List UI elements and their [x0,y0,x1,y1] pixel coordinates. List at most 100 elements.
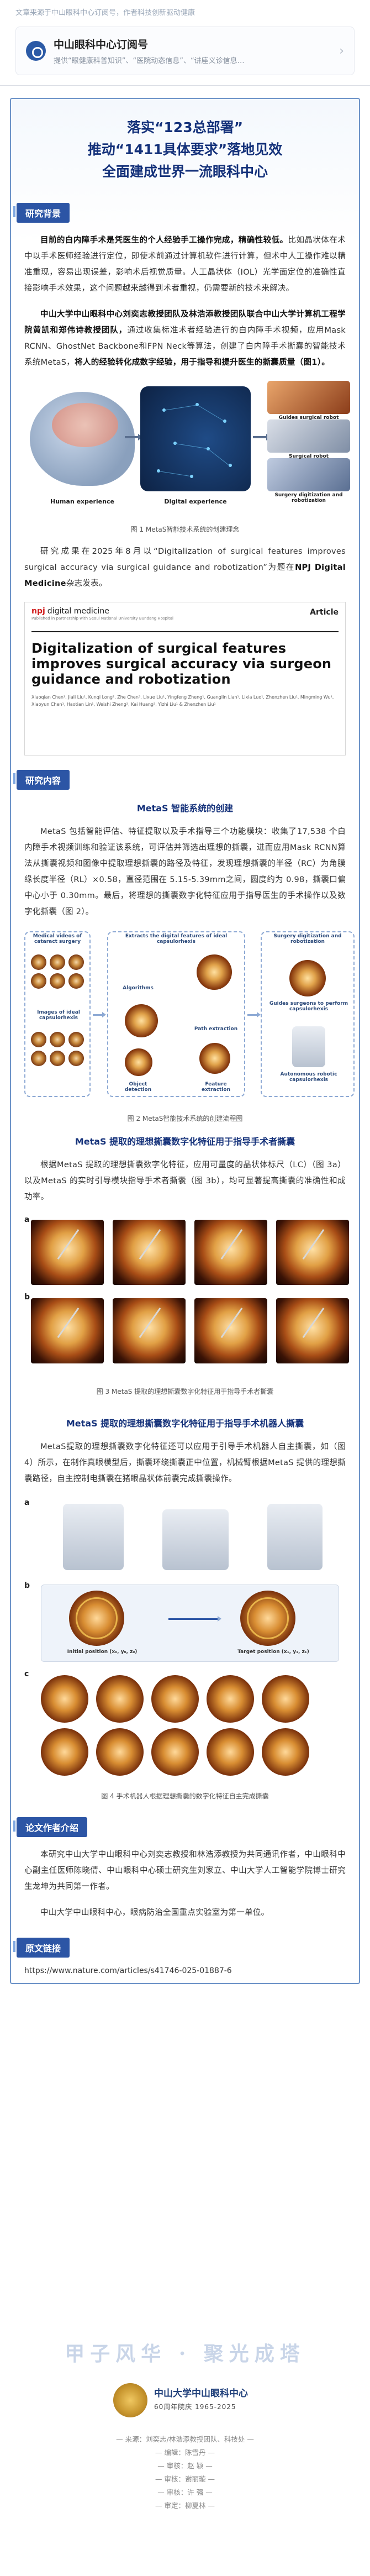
eye-image [41,1728,88,1776]
fig4-marker-b: b [24,1581,30,1590]
fig2-title-robotization: Surgery digitization and robotization [273,933,342,945]
section-tag-content: 研究内容 [13,770,70,790]
robot-image [267,1504,323,1570]
background-p3-body: 研究成果在2025年8月以“Digitalization of surgical… [24,547,346,572]
anniversary-emblem-icon [113,2383,147,2417]
figure-3-caption: 图 3 MetaS 提取的理想撕囊数字化特征用于指导手术者撕囊 [96,1388,274,1395]
headline-line-3: 全面建成世界一流眼科中心 [102,164,268,180]
fig2-label-detection: Object detection [124,1082,152,1093]
fig1-label-human: Human experience [50,498,114,505]
eye-image [96,1728,144,1776]
fig4-marker-c: c [24,1670,29,1678]
article-authors: Xiaoqian Chen¹, Jiali Liu¹, Kunqi Long²,… [31,695,334,707]
figure-4-caption: 图 4 手术机器人根据理想撕囊的数字化特征自主完成撕囊 [101,1792,269,1800]
credit-typesetting: — 审核：赵 颖 — [157,2462,213,2470]
authors-paragraph-2: 中山大学中山眼科中心，眼病防治全国重点实验室为第一单位。 [40,1908,269,1917]
arrow-icon [253,434,271,440]
background-paragraph-2: 中山大学中山眼科中心刘奕志教授团队及林浩添教授团队联合中山大学计算机工程学院黄凯… [11,307,359,371]
article-headline: 落实“123总部署” 推动“1411具体要求”落地见效 全面建成世界一流眼科中心 [11,99,359,195]
surgery-frame-image [276,1298,349,1363]
background-p3-journal: NPJ Digital Medicine [24,563,346,588]
background-paragraph-3: 研究成果在2025年8月以“Digitalization of surgical… [11,544,359,592]
account-card[interactable]: 中山眼科中心订阅号 提供“眼健康科普知识”、“医院动态信息”、“讲座义诊信息… … [15,27,355,75]
credit-review-2: — 审核：许 强 — [157,2488,213,2496]
eye-thumbnail [50,973,65,989]
surgery-frame-image [113,1298,186,1363]
account-logo-icon [26,41,46,61]
account-description: 提供“眼健康科普知识”、“医院动态信息”、“讲座义诊信息… [54,57,245,65]
account-name: 中山眼科中心订阅号 [54,39,149,51]
fig4-label-target: Target position (x₁, y₁, z₁) [237,1649,309,1655]
content-paragraph-3: MetaS提取的理想撕囊数字化特征还可以应用于引导手术机器人自主撕囊，如（图 4… [24,1442,346,1483]
fig4-marker-a: a [24,1498,30,1507]
eye-image [151,1675,199,1723]
background-p3-tail: 杂志发表。 [66,579,107,588]
content-paragraph-1: MetaS 包括智能评估、特征提取以及手术指导三个功能模块：收集了17,538 … [24,827,346,916]
eye-thumbnail [31,973,46,989]
arrow-icon [125,434,142,440]
fig3-marker-b: b [24,1293,30,1302]
section-tag-authors: 论文作者介绍 [13,1817,88,1837]
fig2-panel-robotization: Surgery digitization and robotization Gu… [261,931,355,1097]
credit-review-1: — 审核：谢丽璇 — [155,2475,215,2483]
eye-image [125,1004,158,1037]
robot-image [267,419,350,453]
fig2-label-guide: Guides surgeons to perform capsulorhexis [269,1001,348,1012]
content-paragraph-2: 根据MetaS 提取的理想撕囊数字化特征，应用可量度的晶状体标尺（LC）（图 3… [24,1161,346,1202]
background-p1-body: 比如晶状体在术中以手术医师经验进行定位，即使术前通过计算机软件进行计算，但术中人… [24,236,346,293]
fig2-label-autonomous: Autonomous robotic capsulorhexis [280,1072,337,1083]
divider [31,631,339,632]
background-p2-bold: 将人的经验转化成数字经验，用于指导和提升医生的撕囊质量（图1）。 [75,358,330,367]
article-title: Digitalization of surgical features impr… [31,641,332,687]
journal-title: digital medicine [47,607,109,616]
journal-prefix: npj [31,607,45,616]
headline-line-1: 落实“123总部署” [126,119,244,135]
article-header-note: 文章来源于中山眼科中心订阅号，作者科技创新驱动健康 [15,9,195,17]
eye-image [151,1728,199,1776]
eye-image [289,960,326,996]
journal-publisher: Published in partnership with Seoul Nati… [31,616,173,621]
fig1-label-digital: Digital experience [164,498,227,505]
surgery-frame-image [31,1298,104,1363]
digital-network-illustration [140,386,251,491]
credit-review-3: — 审定：柳夏林 — [155,2501,215,2510]
eye-image [262,1675,309,1723]
arrow-icon [247,1012,261,1017]
surgery-frame-image [194,1220,267,1285]
subheading-guidance: MetaS 提取的理想撕囊数字化特征用于指导手术者撕囊 [75,1136,295,1147]
subheading-metas: MetaS 智能系统的创建 [136,803,234,814]
eye-image [199,1043,230,1074]
subheading-robot: MetaS 提取的理想撕囊数字化特征用于指导手术机器人撕囊 [66,1418,304,1429]
footer-logo-name: 中山大学中山眼科中心 [154,2388,248,2399]
footer-logo-sub: 60周年院庆 1965-2025 [154,2403,236,2411]
background-p2-body: 通过收集标准术者经验进行的白内障手术视频，应用Mask RCNN、GhostNe… [24,326,346,367]
surgery-frame-image [194,1298,267,1363]
divider [0,85,370,86]
arrow-icon [168,1616,221,1622]
credit-source: — 来源：刘奕志/林浩添教授团队、科技处 — [116,2435,254,2443]
eye-thumbnail [50,954,65,970]
brain-illustration [52,403,118,447]
original-article-link[interactable]: https://www.nature.com/articles/s41746-0… [24,1966,232,1975]
eye-image [41,1675,88,1723]
target-ring [247,1597,289,1639]
background-p2-lead: 中山大学中山眼科中心刘奕志教授团队及林浩添教授团队联合中山大学计算机工程学院黄凯… [24,310,346,335]
eye-thumbnail [31,954,46,970]
fig1-label-robot: Surgical robot [288,454,329,459]
fig2-panel-videos: Medical videos of cataract surgery Image… [24,931,91,1097]
eye-thumbnail [68,1051,84,1066]
eye-image [125,1048,152,1076]
chevron-right-icon: › [339,44,344,58]
eye-thumbnail [68,973,84,989]
fig2-label-algorithms: Algorithms [123,985,154,991]
article-type: Article [310,608,339,617]
footer-logo: 中山大学中山眼科中心 60周年院庆 1965-2025 [113,2380,257,2422]
eye-image [207,1675,254,1723]
eye-image [96,1675,144,1723]
eye-image [207,1728,254,1776]
robot-image [292,1026,325,1067]
guidance-eye-image [267,381,350,414]
background-p1-lead: 目前的白内障手术是凭医生的个人经验手工操作完成，精确性较低。 [40,236,288,245]
